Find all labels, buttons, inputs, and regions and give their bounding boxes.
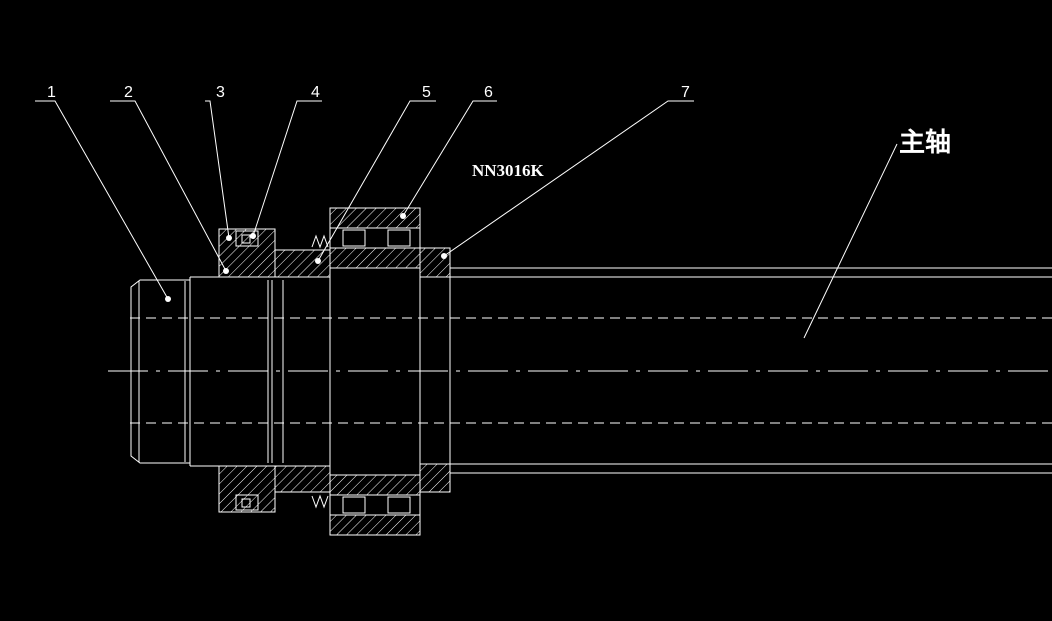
callout-1: 1 (47, 84, 56, 101)
spindle-label: 主轴 (899, 128, 951, 158)
spindle-shaft (450, 267, 1052, 474)
callout-5: 5 (422, 84, 431, 101)
bearing-model-label: NN3016K (472, 161, 545, 180)
part-5-locknut (274, 234, 331, 509)
leader-lines (35, 100, 898, 339)
callout-6: 6 (484, 84, 493, 101)
callout-7: 7 (681, 84, 690, 101)
callout-4: 4 (311, 84, 320, 101)
part-2-4-seal-cover (218, 228, 276, 513)
part-7-spacer (419, 247, 451, 493)
callout-2: 2 (124, 84, 133, 101)
callout-3: 3 (216, 84, 225, 101)
